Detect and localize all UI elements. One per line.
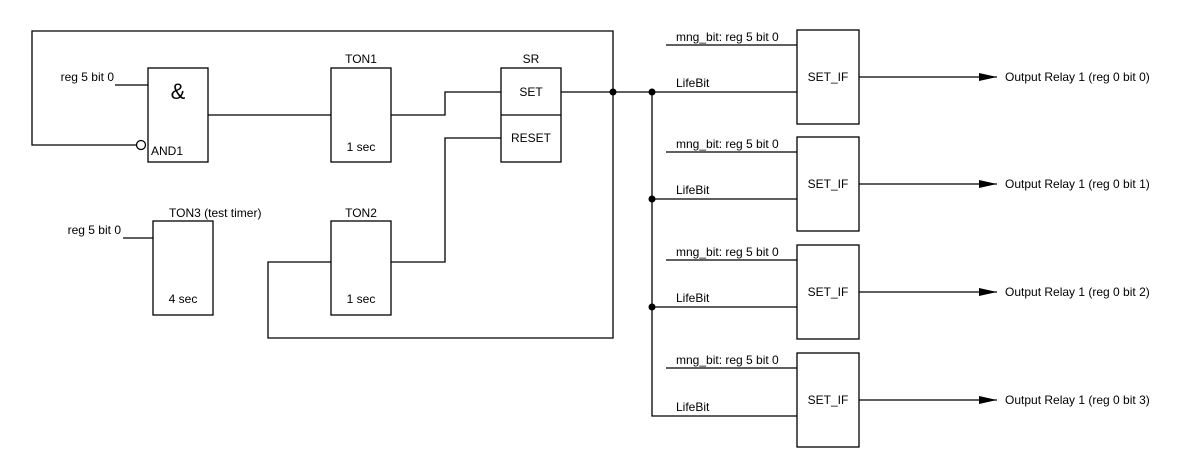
sr-set-label: SET <box>519 85 543 99</box>
set-if-block: mng_bit: reg 5 bit 0 LifeBit SET_IF Outp… <box>652 244 1150 340</box>
set-if-name: SET_IF <box>808 393 849 407</box>
ton2-block: TON2 1 sec <box>330 206 392 316</box>
sr-block: SR SET RESET <box>500 52 562 163</box>
and1-symbol: & <box>171 79 186 104</box>
set-if-input2-label: LifeBit <box>676 183 710 197</box>
set-if-name: SET_IF <box>808 177 849 191</box>
ton1-name: TON1 <box>345 52 377 66</box>
sr-reset-label: RESET <box>511 131 552 145</box>
set-if-output-label: Output Relay 1 (reg 0 bit 2) <box>1005 285 1150 299</box>
ton3-time: 4 sec <box>169 292 198 306</box>
set-if-input2-label: LifeBit <box>676 400 710 414</box>
set-if-name: SET_IF <box>808 285 849 299</box>
ton1-time: 1 sec <box>347 140 376 154</box>
set-if-input2-label: LifeBit <box>676 76 710 90</box>
set-if-name: SET_IF <box>808 70 849 84</box>
set-if-block: mng_bit: reg 5 bit 0 LifeBit SET_IF Outp… <box>652 136 1150 232</box>
junction-dot <box>609 88 617 96</box>
ton3-input-label: reg 5 bit 0 <box>68 223 122 237</box>
ton2-name: TON2 <box>345 206 377 220</box>
set-if-block: mng_bit: reg 5 bit 0 LifeBit SET_IF Outp… <box>652 29 1150 125</box>
and1-block: reg 5 bit 0 & AND1 <box>61 67 209 163</box>
ton3-name: TON3 (test timer) <box>169 206 261 220</box>
set-if-input1-label: mng_bit: reg 5 bit 0 <box>676 353 779 367</box>
set-if-output-label: Output Relay 1 (reg 0 bit 3) <box>1005 393 1150 407</box>
sr-name: SR <box>523 52 540 66</box>
set-if-input2-label: LifeBit <box>676 291 710 305</box>
and1-name: AND1 <box>151 144 183 158</box>
and1-input-label: reg 5 bit 0 <box>61 70 115 84</box>
set-if-input1-label: mng_bit: reg 5 bit 0 <box>676 137 779 151</box>
inverted-input-circle <box>135 139 147 151</box>
set-if-input1-label: mng_bit: reg 5 bit 0 <box>676 30 779 44</box>
set-if-output-label: Output Relay 1 (reg 0 bit 1) <box>1005 177 1150 191</box>
set-if-block: mng_bit: reg 5 bit 0 LifeBit SET_IF Outp… <box>666 352 1150 448</box>
set-if-output-label: Output Relay 1 (reg 0 bit 0) <box>1005 70 1150 84</box>
ton1-block: TON1 1 sec <box>330 52 392 163</box>
wires-main <box>31 30 797 417</box>
set-if-input1-label: mng_bit: reg 5 bit 0 <box>676 245 779 259</box>
ton3-block: reg 5 bit 0 TON3 (test timer) 4 sec <box>68 206 261 316</box>
ton2-time: 1 sec <box>347 292 376 306</box>
